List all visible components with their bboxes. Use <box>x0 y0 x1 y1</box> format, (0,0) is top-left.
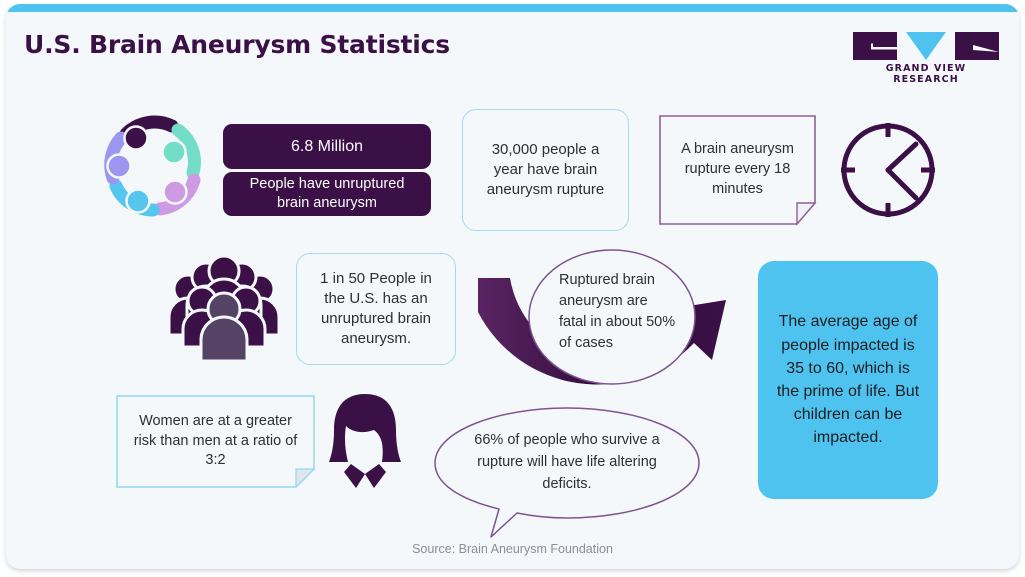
stat-women-risk-text: Women are at a greater risk than men at … <box>133 412 298 469</box>
folded-note-shape-icon <box>116 395 316 489</box>
clock-icon <box>835 117 941 223</box>
stat-unruptured-number: 6.8 Million <box>223 124 431 169</box>
page-title: U.S. Brain Aneurysm Statistics <box>24 30 450 59</box>
crowd-icon <box>166 254 282 365</box>
stat-women-risk-note: Women are at a greater risk than men at … <box>116 395 316 489</box>
stat-deficits-bubble: 66% of people who survive a rupture will… <box>431 406 703 541</box>
source-note: Source: Brain Aneurysm Foundation <box>412 542 613 556</box>
stat-unruptured-caption: People have unruptured brain aneurysm <box>223 172 431 216</box>
top-accent-bar <box>6 4 1019 12</box>
ellipse-outline-icon <box>528 249 696 385</box>
stat-rupture-frequency-note: A brain aneurysm rupture every 18 minute… <box>659 115 817 226</box>
people-circle-icon <box>98 108 208 220</box>
infographic-card: U.S. Brain Aneurysm Statistics GRAND VIE… <box>6 4 1019 569</box>
stat-rupture-per-year: 30,000 people a year have brain aneurysm… <box>462 109 629 231</box>
woman-icon <box>322 392 408 492</box>
logo-glyph-icon <box>853 32 999 60</box>
stat-deficits-text: 66% of people who survive a rupture will… <box>474 432 660 492</box>
folded-note-shape-icon <box>659 115 817 226</box>
speech-bubble-icon <box>434 407 700 538</box>
grand-view-research-logo: GRAND VIEW RESEARCH <box>851 30 1001 85</box>
stat-one-in-fifty: 1 in 50 People in the U.S. has an unrupt… <box>296 253 456 365</box>
stat-fatal-rate-text: Ruptured brain aneurysm are fatal in abo… <box>559 272 676 352</box>
logo-text: GRAND VIEW RESEARCH <box>885 63 967 85</box>
stat-average-age: The average age of people impacted is 35… <box>758 261 938 499</box>
stat-rupture-frequency-text: A brain aneurysm rupture every 18 minute… <box>681 141 794 197</box>
logo-mark <box>851 30 1001 60</box>
stat-fatal-rate-bubble: Ruptured brain aneurysm are fatal in abo… <box>527 248 697 386</box>
